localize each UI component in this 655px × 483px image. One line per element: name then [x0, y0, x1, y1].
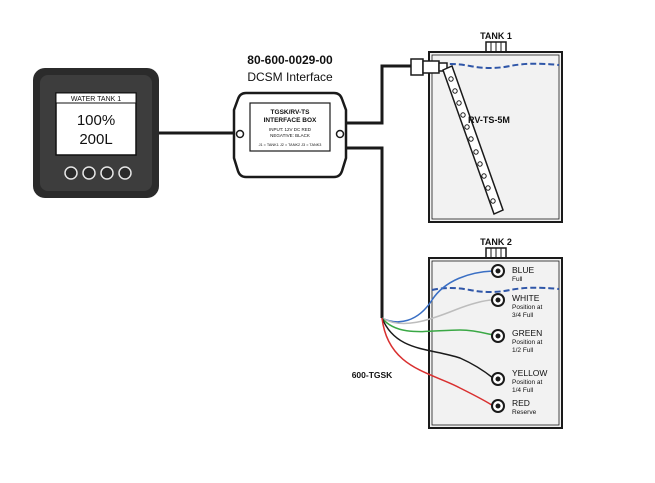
tank2-inner [431, 260, 560, 426]
sensor-yellow-core [495, 376, 501, 382]
tank1-sensor-dot [477, 161, 483, 167]
tank1-sensor-dot [460, 112, 466, 118]
sensor-white [491, 293, 505, 307]
sensor-green [491, 329, 505, 343]
tank1-fitting-nut [410, 58, 424, 76]
wire-white [381, 299, 494, 325]
interface-mount-left [235, 129, 245, 139]
interface-mount-right [335, 129, 345, 139]
harness-label: 600-TGSK [352, 370, 393, 380]
tank1-sensor-dots [448, 76, 496, 204]
tank1-sensor-dot [473, 149, 479, 155]
sensor-green-name: GREEN [512, 328, 542, 338]
display-percent: 100% [77, 112, 115, 129]
sensor-green-core [495, 333, 501, 339]
interface-input-line: INPUT: 12V DC RED [269, 127, 312, 132]
sensor-white-core [495, 297, 501, 303]
interface-box: 80-600-0029-00 DCSM Interface TGSK/RV-TS… [232, 53, 348, 179]
sensor-red-name: RED [512, 398, 530, 408]
tank1-sensor-label: RV-TS-5M [468, 115, 510, 125]
interface-name: DCSM Interface [247, 70, 333, 84]
tank1-sensor-dot [452, 88, 458, 94]
display-header-bar [55, 92, 137, 104]
sensor-red-core [495, 403, 501, 409]
sensor-red [491, 399, 505, 413]
sensor-yellow-name: YELLOW [512, 368, 547, 378]
sensor-blue [491, 264, 505, 278]
tank2-title: TANK 2 [480, 237, 512, 247]
tank1-fitting-body [422, 60, 440, 74]
tank1-inner [431, 54, 560, 220]
sensor-red-desc: Reserve [512, 409, 537, 416]
tank-2: TANK 2 [381, 237, 563, 429]
wire-black [381, 317, 494, 379]
main-wiring [159, 64, 412, 318]
tank1-sensor-dot [464, 124, 470, 130]
tank1-sensor-dot [468, 136, 474, 142]
interface-to-tank2-wire [346, 146, 384, 318]
sensor-white-desc-2: 3/4 Full [512, 312, 534, 319]
sensor-white-name: WHITE [512, 293, 540, 303]
tank2-sensor-wires [381, 270, 494, 407]
display-buttons [64, 166, 132, 180]
tank1-sensor-dot [490, 198, 496, 204]
sensor-green-desc-2: 1/2 Full [512, 347, 534, 354]
display-header: WATER TANK 1 [71, 96, 121, 103]
display-button-1[interactable] [64, 166, 78, 180]
tank1-sensor-fitting [410, 58, 448, 76]
display-unit: WATER TANK 1 100% 200L [33, 68, 159, 198]
display-button-3[interactable] [100, 166, 114, 180]
sensor-green-desc: Position at [512, 339, 543, 346]
interface-jumper-line: J1 = TANK1 J2 = TANK2 J3 = TANK3 [259, 143, 322, 147]
tank1-title: TANK 1 [480, 31, 512, 41]
tank1-water-level [431, 62, 560, 69]
wire-blue [381, 270, 494, 323]
sensor-yellow [491, 372, 505, 386]
tank1-sensor-dot [456, 100, 462, 106]
tank-1: TANK 1 [410, 31, 563, 223]
tank1-sensor-strip [442, 64, 504, 216]
wire-green [381, 317, 494, 336]
tank2-sensor-labels: BLUE Full WHITE Position at 3/4 Full GRE… [512, 265, 547, 416]
tank2-water-level [431, 286, 560, 293]
sensor-white-desc: Position at [512, 304, 543, 311]
tank1-sensor-dot [485, 185, 491, 191]
sensor-blue-desc: Full [512, 276, 523, 283]
tank2-sensors [491, 264, 505, 413]
interface-box-title-1: TGSK/RV-TS [271, 109, 311, 116]
tank1-sensor-dot [481, 173, 487, 179]
interface-box-title-2: INTERFACE BOX [264, 117, 317, 124]
sensor-yellow-desc-2: 1/4 Full [512, 387, 534, 394]
interface-negative-line: NEGATIVE: BLACK [270, 133, 310, 138]
wire-red [381, 317, 494, 407]
interface-part-number: 80-600-0029-00 [247, 53, 333, 67]
display-button-2[interactable] [82, 166, 96, 180]
interface-label-panel [249, 102, 331, 152]
sensor-blue-name: BLUE [512, 265, 535, 275]
display-volume: 200L [79, 131, 112, 148]
tank1-sensor-dot [448, 76, 454, 82]
sensor-blue-core [495, 268, 501, 274]
display-button-4[interactable] [118, 166, 132, 180]
sensor-yellow-desc: Position at [512, 379, 543, 386]
interface-to-tank1-wire [346, 64, 412, 125]
